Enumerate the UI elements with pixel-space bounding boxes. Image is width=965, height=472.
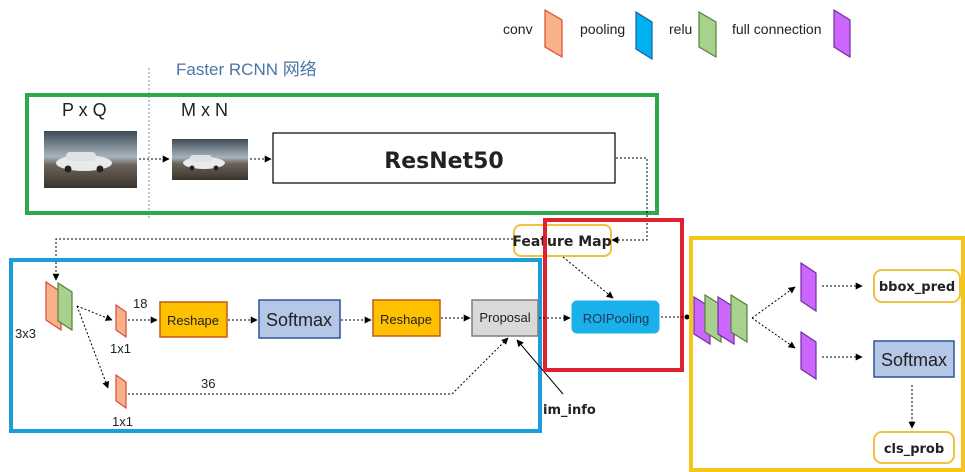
- im-info-label: im_info: [543, 403, 596, 418]
- proposal-label: Proposal: [479, 310, 530, 325]
- cls-prob-box: [873, 431, 955, 464]
- rpn-softmax-label: Softmax: [266, 310, 332, 330]
- legend-label-conv: conv: [503, 21, 533, 37]
- rpn-frame: [9, 258, 542, 433]
- iminfo-to-proposal-arrow: [516, 339, 564, 395]
- head-fc2-layer: [717, 295, 735, 346]
- rpn-cls-conv-layer: [115, 303, 127, 339]
- rpn-conv3x3-layer: [45, 280, 62, 332]
- head-cls-fc-layer: [800, 330, 817, 381]
- roi-output-dot: [684, 314, 690, 320]
- reg-to-proposal-arrow: [128, 337, 509, 395]
- reshape1-box: [159, 301, 228, 338]
- legend-label-relu: relu: [669, 21, 692, 37]
- cls-channels-label: 18: [133, 296, 147, 311]
- head-relu2-layer: [730, 293, 748, 344]
- legend: conv pooling relu full connection: [503, 8, 851, 61]
- backbone-frame: [25, 93, 659, 215]
- resnet-box: [272, 132, 616, 184]
- to-cls-fc-arrow: [751, 317, 796, 349]
- head-relu1-layer: [704, 293, 722, 344]
- bbox-pred-label: bbox_pred: [879, 280, 955, 295]
- resnet-label: ResNet50: [384, 149, 503, 174]
- reg-channels-label: 36: [201, 376, 215, 391]
- head-bbox-fc-layer: [800, 261, 817, 313]
- legend-label-pooling: pooling: [580, 21, 625, 37]
- pooling-layer-icon: [635, 10, 653, 61]
- rpn-reg-conv-layer: [115, 373, 127, 410]
- legend-label-fc: full connection: [732, 21, 822, 37]
- cls-prob-label: cls_prob: [884, 442, 944, 457]
- cls-conv-label: 1x1: [110, 341, 131, 356]
- rpn-softmax-box: [258, 299, 341, 339]
- conv-layer-icon: [544, 8, 563, 59]
- fc-layer-icon: [833, 8, 851, 59]
- roi-pooling-label: ROIPooling: [583, 311, 649, 326]
- reg-conv-label: 1x1: [112, 414, 133, 429]
- head-softmax-label: Softmax: [881, 350, 947, 370]
- relu-layer-icon: [698, 10, 717, 59]
- head-frame: [689, 236, 965, 472]
- rpn-relu-layer: [57, 281, 73, 332]
- featuremap-to-rpn-arrow: [52, 238, 513, 281]
- head-softmax-box: [873, 340, 955, 378]
- input-image: [44, 131, 137, 188]
- featuremap-to-roi-arrow: [562, 256, 614, 299]
- roi-pooling-box: [571, 300, 660, 334]
- to-bbox-fc-arrow: [751, 286, 796, 319]
- input-size-label: P x Q: [62, 100, 107, 120]
- reshape1-label: Reshape: [167, 313, 219, 328]
- resnet-to-featuremap-arrow: [611, 157, 648, 244]
- to-cls-conv-arrow: [76, 305, 113, 321]
- resized-image: [172, 139, 248, 180]
- diagram-title: Faster RCNN 网络: [176, 60, 317, 79]
- conv3-label: 3x3: [15, 326, 36, 341]
- bbox-pred-box: [873, 269, 961, 303]
- resized-size-label: M x N: [181, 100, 228, 120]
- feature-map-label: Feature Map: [512, 234, 611, 250]
- reshape2-label: Reshape: [380, 312, 432, 327]
- feature-map-box: [513, 224, 612, 257]
- proposal-box: [471, 299, 539, 337]
- roi-frame: [543, 218, 684, 372]
- to-reg-conv-arrow: [76, 305, 110, 389]
- reshape2-box: [372, 299, 441, 337]
